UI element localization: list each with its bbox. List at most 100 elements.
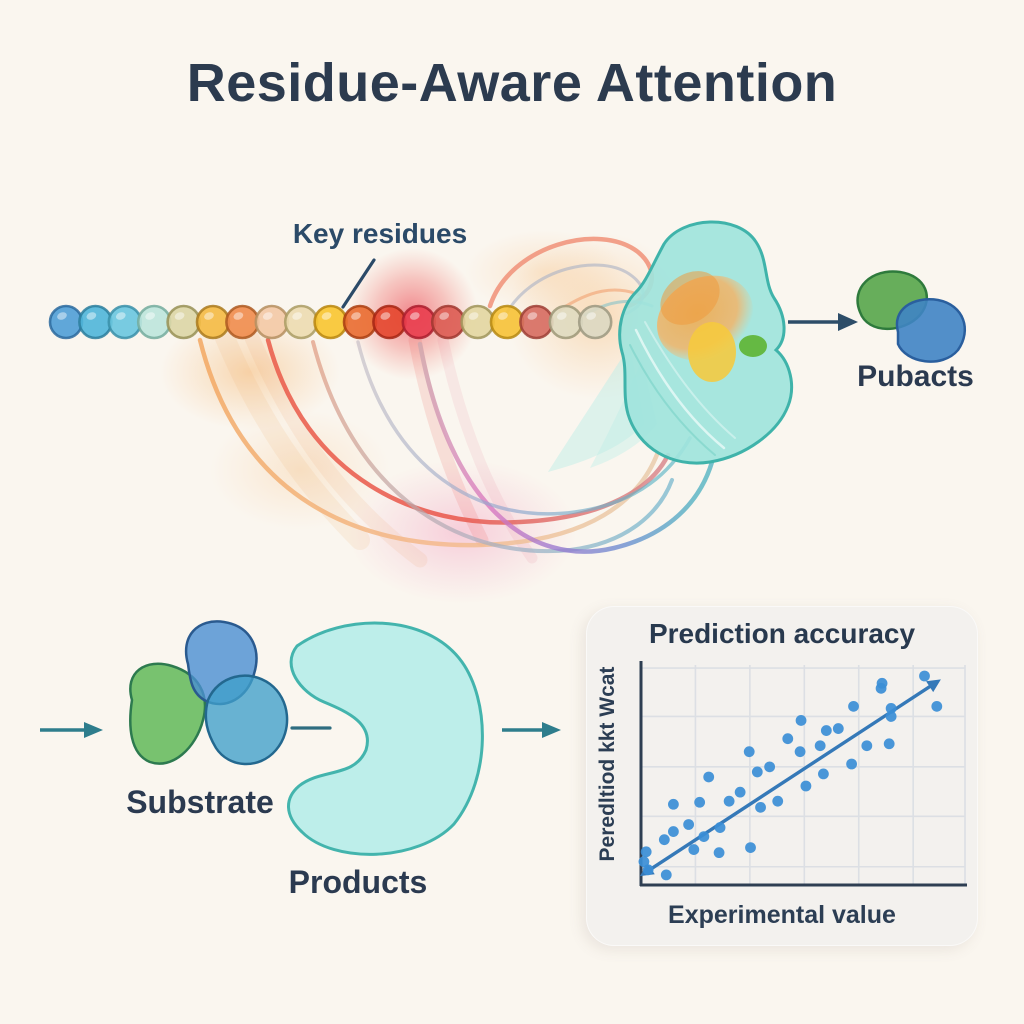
bead-highlight: [174, 312, 185, 320]
residue-bead: [254, 304, 290, 340]
bead-highlight: [351, 312, 361, 320]
key-residues-label: Key residues: [292, 218, 468, 249]
scatter-point: [658, 834, 670, 846]
residue-bead: [225, 304, 260, 340]
substrate-label: Substrate: [126, 784, 274, 820]
bead-highlight: [498, 312, 508, 320]
arc-red: [265, 337, 671, 525]
scatter-point: [640, 846, 652, 858]
bead-highlight: [204, 312, 214, 320]
bead-highlight: [380, 312, 391, 320]
scatter-point: [755, 801, 766, 813]
scatter-point: [818, 768, 829, 780]
scatter-point: [885, 702, 897, 714]
bead-highlight: [233, 312, 244, 320]
scatter-point: [683, 819, 695, 830]
upper-arc-short-orange: [558, 288, 642, 312]
bead-highlight: [527, 312, 538, 320]
product-blobs-top: [856, 270, 967, 363]
residue-bead: [195, 304, 231, 340]
arrowhead: [84, 722, 103, 738]
bead-highlight: [409, 312, 420, 320]
scatter-point: [876, 677, 888, 689]
scatter-point: [919, 670, 930, 682]
residue-bead: [48, 304, 84, 340]
reaction-arrow-mid: [502, 722, 561, 738]
scatter-point: [698, 831, 710, 842]
arc-orange: [197, 337, 661, 548]
scatter-point: [931, 700, 943, 712]
scatter-point: [846, 758, 857, 770]
bead-highlight: [468, 312, 479, 320]
ribbon-glow: [210, 410, 390, 530]
enzyme-skirt: [548, 345, 644, 472]
active-site-green: [739, 335, 767, 357]
reaction-arrow-left: [40, 722, 103, 738]
products-label-bottom: Products: [288, 864, 428, 900]
scatter-point: [703, 771, 715, 783]
residue-bead: [489, 304, 525, 340]
scatter-point: [714, 822, 726, 833]
bead-highlight: [86, 312, 97, 320]
residue-bead: [136, 304, 172, 340]
product-blob-blue: [895, 298, 967, 363]
scatter-point: [832, 723, 844, 734]
scatter-point: [794, 746, 806, 758]
active-site-yellow: [688, 322, 736, 382]
arc-gray: [311, 340, 674, 554]
arc-purple: [417, 341, 715, 554]
scatter-point: [885, 711, 897, 722]
active-site-orange-2: [660, 271, 720, 325]
orange-glow: [160, 314, 340, 430]
scatter-point: [764, 761, 776, 773]
enzyme-pacman: [287, 621, 484, 856]
scatter-point: [713, 847, 725, 859]
scatter-point: [694, 796, 706, 808]
scatter-point: [743, 746, 755, 758]
scatter-point: [848, 700, 859, 712]
substrate-blob-teal: [204, 674, 289, 766]
scatter-point: [638, 856, 650, 868]
substrate-blob-green: [129, 662, 207, 765]
bead-highlight: [586, 312, 597, 320]
residue-bead: [107, 304, 143, 340]
scatter-point: [745, 842, 756, 853]
attention-arcs: [197, 337, 715, 554]
residue-bead: [460, 304, 495, 340]
residue-bead: [577, 304, 613, 340]
bead-highlight: [321, 312, 332, 320]
scatter-point: [772, 795, 784, 807]
bead-highlight: [292, 312, 303, 320]
key-residues-pointer-line: [341, 258, 376, 309]
chart-title: Prediction accuracy: [648, 618, 916, 649]
scatter-point: [688, 844, 700, 855]
bead-highlight: [262, 312, 273, 320]
prediction-accuracy-card: Prediction accuracy Peredltiod kkt Wcat …: [586, 606, 978, 946]
chart-x-axis-label: Experimental value: [668, 901, 896, 929]
scatter-point: [820, 725, 832, 736]
residue-bead: [313, 304, 348, 340]
substrate-blobs: [129, 620, 289, 766]
arrowhead: [838, 313, 858, 331]
scatter-point: [795, 715, 807, 726]
scatter-point: [861, 740, 873, 752]
enzyme-streaks: [629, 321, 736, 456]
residue-bead: [342, 304, 378, 340]
scatter-point: [660, 869, 672, 881]
residue-bead: [372, 304, 407, 340]
reaction-arrow-top: [788, 313, 858, 331]
scatter-point: [723, 795, 735, 807]
scatter-plot: [638, 661, 967, 887]
scatter-point: [642, 864, 654, 876]
scatter-point: [782, 733, 794, 745]
residue-bead: [166, 304, 201, 340]
residue-bead: [401, 304, 437, 340]
residue-bead: [283, 304, 319, 340]
residue-bead: [548, 304, 584, 340]
fit-line-arrowhead: [926, 679, 941, 693]
residue-bead-chain: [48, 304, 613, 340]
bead-highlight: [556, 312, 567, 320]
bead-highlight: [145, 312, 156, 320]
arrowhead: [542, 722, 561, 738]
